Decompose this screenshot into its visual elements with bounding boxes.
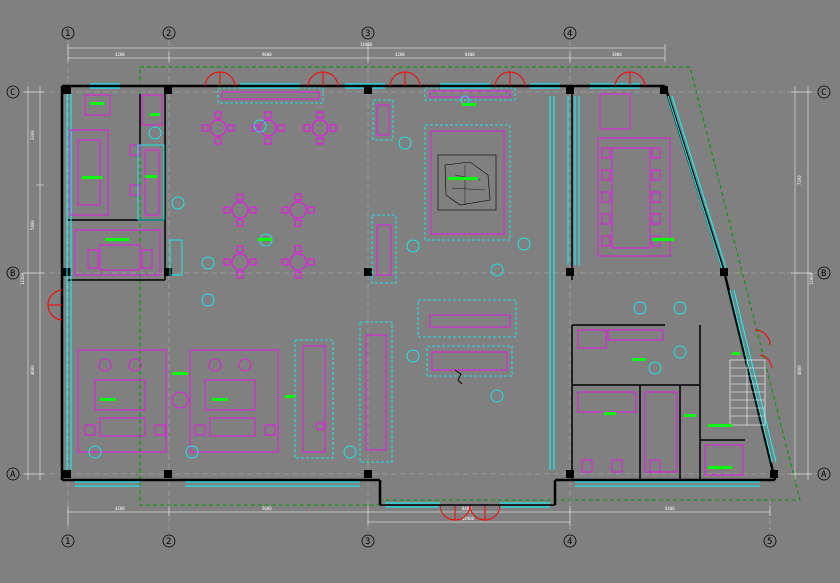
grid-lines [22,40,818,530]
grid-bubbles-top: 1 2 3 4 [61,26,577,40]
callouts [88,95,687,459]
long-display [294,339,334,459]
center-columns [359,99,397,463]
dim-left-overall: 12300 [20,272,25,285]
table-set [201,111,337,279]
room-label-marks [82,102,740,469]
dim-label: 4200 [115,506,125,511]
meeting-room [597,93,671,257]
dim-label: 8400 [462,506,472,511]
counters-center [417,299,517,377]
dimension-right [791,86,812,480]
reception-left [74,229,183,276]
grid-label: 4 [567,537,572,547]
grid-label: 4 [567,29,572,39]
dim-label: 9600 [262,52,272,57]
grid-label: C [10,88,15,98]
service-rooms [577,329,744,476]
grid-bubbles-left: C B A [6,85,20,481]
grid-label: A [10,470,16,480]
windows [75,83,777,508]
dim-label: 5600 [262,506,272,511]
grid-label: 1 [65,29,70,39]
lounge-left [77,349,279,453]
dim-label: 5400 [30,220,35,230]
interior-glazing [66,94,580,470]
dim-right-overall: 12000 [809,272,814,285]
stairs [729,359,766,426]
grid-label: 2 [166,29,171,39]
map-display [424,124,511,241]
grid-label: C [821,88,826,98]
grid-label: B [821,269,826,279]
dim-label: 4800 [797,365,802,375]
dim-label: 4600 [30,365,35,375]
grid-label: B [10,269,15,279]
columns [63,86,778,478]
grid-label: 5 [767,537,772,547]
display-case-top [217,87,516,104]
dim-label: 3800 [612,52,622,57]
dim-label: 8400 [465,52,475,57]
dimension-bottom [67,506,771,526]
office-top-left [69,94,165,221]
dim-label: 4200 [115,52,125,57]
grid-label: 2 [166,537,171,547]
grid-label: A [821,470,827,480]
dim-top-overall: 14400 [360,42,373,47]
dimension-top [67,44,666,62]
dim-label: 7200 [797,175,802,185]
grid-label: 3 [365,537,370,547]
grid-bubbles-bottom: 1 2 3 4 5 [61,534,777,548]
dim-label: 4200 [395,52,405,57]
north-arrow-icon [454,369,463,385]
doors [47,71,773,521]
grid-label: 1 [65,537,70,547]
dim-label: 2300 [30,130,35,140]
dimension-left [24,86,44,480]
dim-label: 6400 [665,506,675,511]
interior-walls [68,94,745,480]
dim-bottom-overall: 18400 [462,516,475,521]
grid-label: 3 [365,29,370,39]
grid-bubbles-right: C B A [817,85,831,481]
